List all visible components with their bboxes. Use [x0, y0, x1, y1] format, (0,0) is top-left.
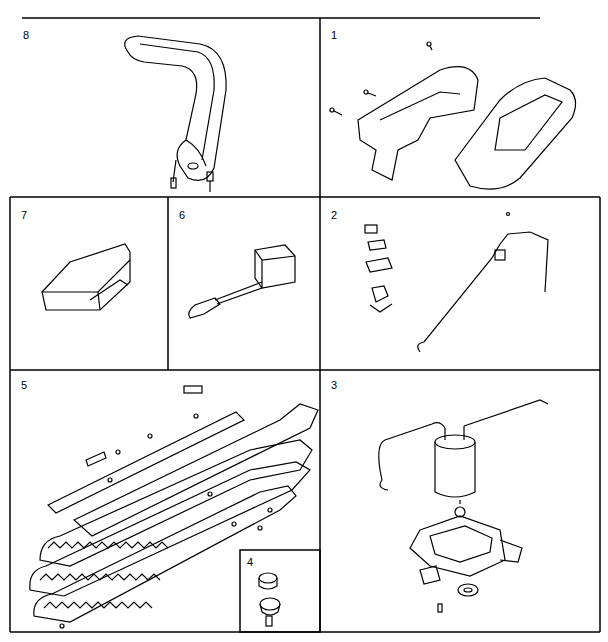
callout-number: 4	[246, 556, 254, 568]
switch-and-wiring	[365, 213, 548, 353]
housing-halves	[330, 42, 576, 189]
callout-number: 6	[178, 209, 186, 221]
panel-grid	[10, 18, 600, 632]
blade-assembly	[30, 386, 318, 628]
callout-number: 1	[330, 29, 338, 41]
battery-pack	[42, 244, 130, 310]
callout-number: 5	[20, 379, 28, 391]
callout-number: 3	[330, 379, 338, 391]
callout-number: 2	[330, 209, 338, 221]
callout-number: 8	[22, 29, 30, 41]
motor-gearbox	[379, 400, 548, 612]
handle	[125, 36, 226, 196]
charger	[189, 245, 295, 318]
callout-number: 7	[20, 209, 28, 221]
guide-knobs	[259, 573, 280, 626]
